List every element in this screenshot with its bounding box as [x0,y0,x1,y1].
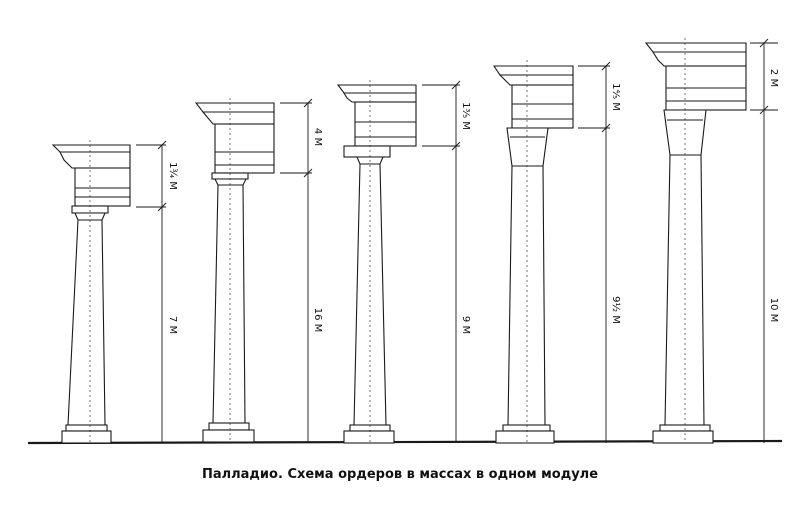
order-3: 1⅗ М 9 М [336,80,471,444]
order-4-column-label: 9½ М [610,296,622,324]
order-2-column-label: 16 М [312,308,323,333]
order-4-entablature-label: 1⅘ М [610,83,621,111]
order-5-column-label: 10 М [768,298,779,323]
order-3-column-label: 9 М [460,316,471,334]
order-5: 2 М 10 М [644,38,779,444]
order-4: 1⅘ М 9½ М [492,60,622,444]
order-1: 1¾ М 7 М [51,140,178,444]
order-3-entablature-label: 1⅗ М [460,102,471,130]
order-5-entablature-label: 2 М [768,69,779,87]
order-1-column-label: 7 М [167,316,178,334]
order-2: 4 М 16 М [194,98,323,443]
order-2-entablature-label: 4 М [312,128,323,146]
caption: Палладио. Схема ордеров в массах в одном… [201,467,599,482]
order-1-entablature-label: 1¾ М [167,162,178,190]
